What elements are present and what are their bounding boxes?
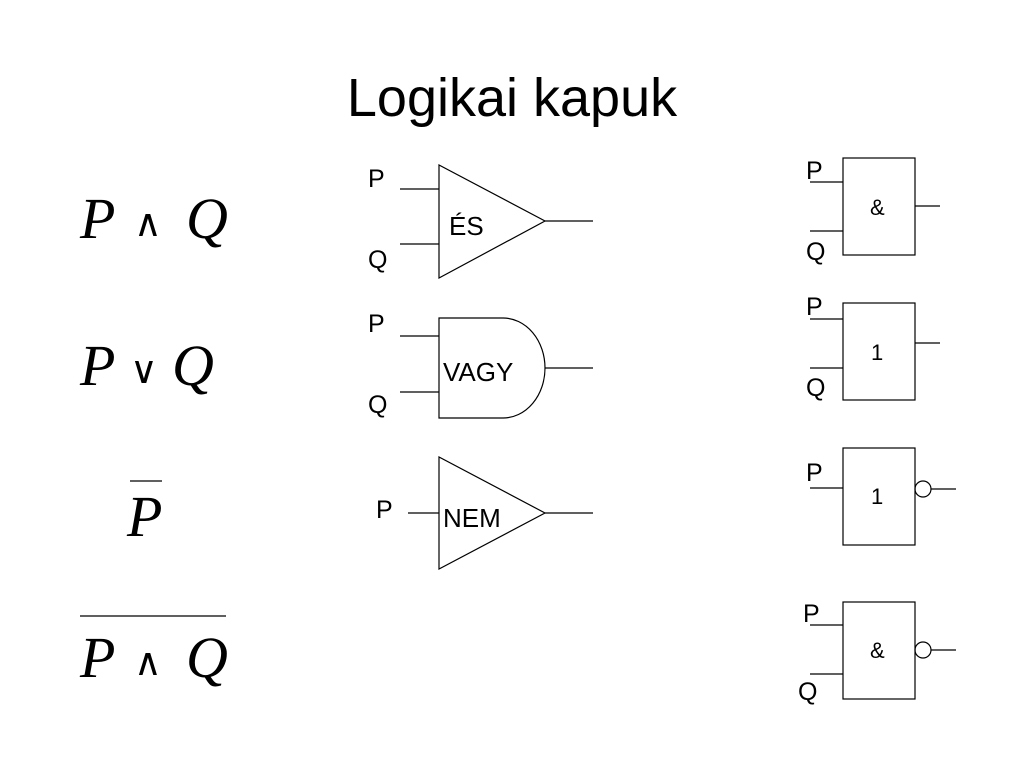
gate-symbol: & bbox=[870, 638, 885, 663]
gate-symbol: 1 bbox=[871, 484, 883, 509]
input-label-p: P bbox=[806, 459, 823, 487]
gate-label: VAGY bbox=[443, 357, 513, 387]
input-label-q: Q bbox=[368, 391, 387, 419]
expression-and: P ∧ Q bbox=[79, 186, 228, 251]
expr-not-var: P bbox=[126, 484, 162, 549]
gate-not-traditional: P NEM bbox=[376, 456, 593, 570]
gate-or-traditional: P Q VAGY bbox=[368, 310, 593, 419]
expr-nand-left: P bbox=[79, 625, 115, 690]
input-label-p: P bbox=[368, 165, 385, 193]
slide-title: Logikai kapuk bbox=[346, 68, 678, 128]
gate-body bbox=[842, 302, 916, 401]
expr-and-left: P bbox=[79, 186, 115, 251]
gate-symbol: 1 bbox=[871, 340, 883, 365]
expr-or-left: P bbox=[79, 333, 115, 398]
expression-or: P ∨ Q bbox=[79, 333, 214, 398]
gate-label: ÉS bbox=[449, 211, 484, 241]
gate-symbol: & bbox=[870, 195, 885, 220]
input-label-p: P bbox=[368, 310, 385, 338]
expr-nand-right: Q bbox=[186, 625, 228, 690]
gate-nand-iec: P Q & bbox=[798, 600, 956, 706]
input-label-q: Q bbox=[806, 374, 825, 402]
negation-bubble bbox=[914, 480, 932, 498]
expr-and-operator: ∧ bbox=[134, 201, 162, 245]
input-label-q: Q bbox=[368, 246, 387, 274]
input-label-p: P bbox=[806, 293, 823, 321]
expression-nand: P ∧ Q bbox=[79, 615, 228, 690]
expr-or-right: Q bbox=[172, 333, 214, 398]
gate-body bbox=[438, 164, 547, 280]
gate-and-traditional: P Q ÉS bbox=[368, 164, 593, 280]
gate-body bbox=[842, 447, 916, 546]
gate-and-iec: P Q & bbox=[806, 157, 940, 266]
gate-label: NEM bbox=[443, 503, 501, 533]
expr-and-right: Q bbox=[186, 186, 228, 251]
negation-bubble bbox=[914, 641, 932, 659]
gate-body bbox=[438, 317, 546, 419]
input-label-p: P bbox=[806, 157, 823, 185]
input-label-p: P bbox=[376, 496, 393, 524]
expr-or-operator: ∨ bbox=[130, 348, 158, 392]
gate-not-iec: P 1 bbox=[806, 447, 956, 546]
expression-not: P bbox=[126, 480, 162, 549]
input-label-q: Q bbox=[798, 678, 817, 706]
input-label-p: P bbox=[803, 600, 820, 628]
input-label-q: Q bbox=[806, 238, 825, 266]
expr-nand-operator: ∧ bbox=[134, 640, 162, 684]
gate-or-iec: P Q 1 bbox=[806, 293, 940, 402]
